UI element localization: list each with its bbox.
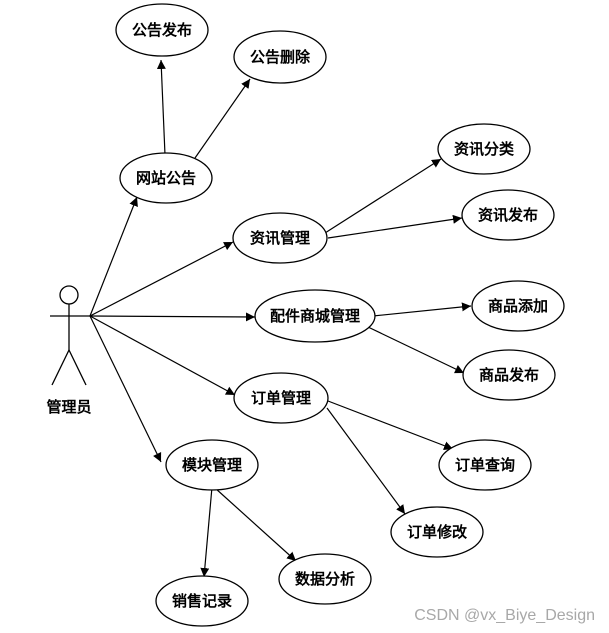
usecase-sales-record: 销售记录 xyxy=(155,575,249,627)
usecase-label: 数据分析 xyxy=(295,570,355,588)
edge-module-to-analysis xyxy=(214,487,297,562)
edge-info-to-category xyxy=(324,158,442,234)
edge-parts-to-product-publish xyxy=(367,326,465,374)
edge-actor-to-info xyxy=(89,241,234,317)
usecase-order-edit: 订单修改 xyxy=(390,506,484,558)
edge-order-to-edit xyxy=(326,407,406,515)
edge-actor-to-parts xyxy=(89,312,256,322)
usecase-label: 资讯分类 xyxy=(454,140,515,158)
usecase-label: 商品发布 xyxy=(479,366,539,384)
actor-right-leg xyxy=(68,349,87,386)
usecase-product-publish: 商品发布 xyxy=(462,349,556,401)
edge-notice-to-publish xyxy=(156,59,166,156)
edge-actor-to-order xyxy=(89,315,236,396)
edges xyxy=(89,59,472,578)
usecase-notice: 网站公告 xyxy=(119,152,213,204)
actor-left-leg xyxy=(51,349,70,386)
usecase-product-add: 商品添加 xyxy=(471,280,565,332)
actor-head xyxy=(59,285,79,305)
use-cases: 公告发布 公告删除 网站公告 资讯分类 资讯管理 资讯发布 配件商城管理 商品 xyxy=(115,3,565,627)
edge-module-to-sales xyxy=(200,486,213,578)
watermark: CSDN @vx_Biye_Design xyxy=(414,607,595,624)
usecase-parts-manage: 配件商城管理 xyxy=(254,289,376,343)
edge-order-to-query xyxy=(327,400,454,450)
edge-actor-to-notice xyxy=(89,196,138,317)
edge-actor-to-module xyxy=(89,315,162,463)
usecase-label: 销售记录 xyxy=(172,592,232,610)
actor-label: 管理员 xyxy=(46,398,91,416)
usecase-notice-delete: 公告删除 xyxy=(233,30,327,84)
edge-parts-to-add xyxy=(372,302,472,317)
actor-administrator: 管理员 xyxy=(46,285,92,416)
edge-notice-to-delete xyxy=(194,78,251,159)
usecase-order-query: 订单查询 xyxy=(438,439,532,491)
usecase-label: 公告发布 xyxy=(132,21,192,39)
usecase-label: 公告删除 xyxy=(250,48,311,66)
usecase-label: 商品添加 xyxy=(488,297,548,315)
usecase-order-manage: 订单管理 xyxy=(233,372,329,424)
usecase-label: 资讯发布 xyxy=(478,206,538,224)
usecase-info-category: 资讯分类 xyxy=(437,123,531,175)
usecase-label: 网站公告 xyxy=(136,169,196,187)
usecase-label: 订单修改 xyxy=(407,523,468,541)
usecase-label: 订单管理 xyxy=(251,389,311,407)
usecase-data-analysis: 数据分析 xyxy=(278,553,372,605)
usecase-info-publish: 资讯发布 xyxy=(461,189,555,241)
usecase-label: 资讯管理 xyxy=(250,229,310,247)
usecase-label: 模块管理 xyxy=(182,456,242,474)
edge-info-to-publish xyxy=(327,214,463,239)
usecase-info-manage: 资讯管理 xyxy=(232,212,328,264)
usecase-label: 配件商城管理 xyxy=(270,307,360,325)
usecase-notice-publish: 公告发布 xyxy=(115,3,209,57)
usecase-label: 订单查询 xyxy=(455,456,515,474)
usecase-module-manage: 模块管理 xyxy=(165,439,259,491)
